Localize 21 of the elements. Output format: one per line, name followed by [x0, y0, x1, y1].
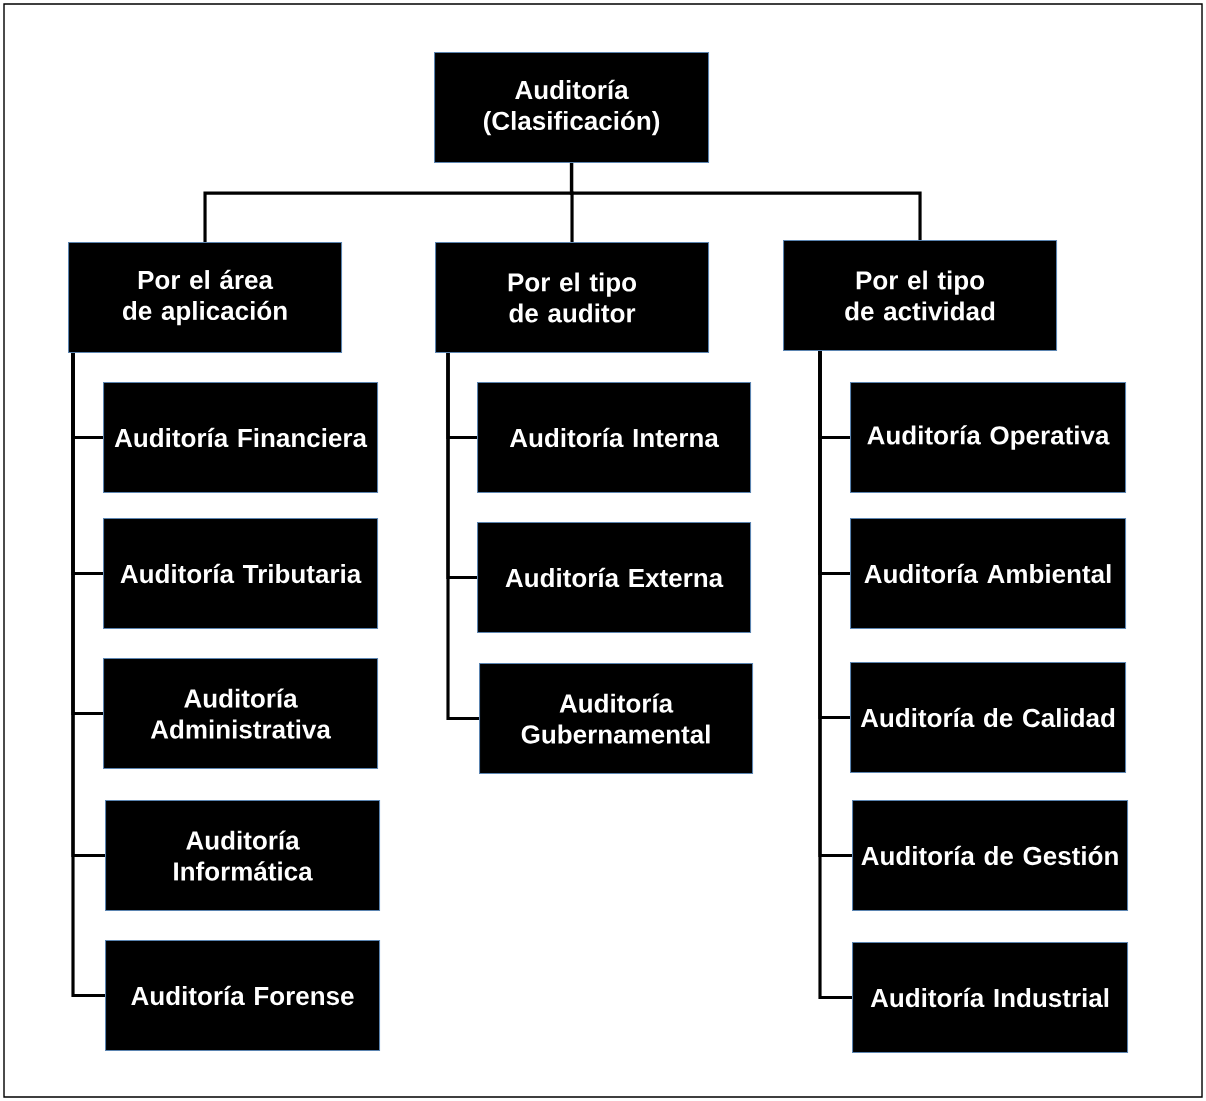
type-box: Auditoría Administrativa — [103, 658, 379, 770]
type-box: Auditoría de Gestión — [852, 800, 1129, 912]
type-box: Auditoría Operativa — [850, 382, 1127, 494]
type-box: Auditoría Financiera — [103, 382, 379, 494]
type-box: Auditoría Industrial — [852, 942, 1129, 1054]
type-box: Auditoría Gubernamental — [479, 663, 754, 775]
type-box: Auditoría Informática — [105, 800, 381, 912]
type-box: Auditoría Externa — [477, 522, 752, 634]
connector-line — [569, 163, 922, 240]
type-box: Auditoría Forense — [105, 940, 381, 1052]
type-box: Auditoría Ambiental — [850, 518, 1127, 630]
category-box: Por el área de aplicación — [68, 242, 343, 354]
root-box: Auditoría (Clasificación) — [434, 52, 710, 164]
category-box: Por el tipo de auditor — [435, 242, 710, 354]
connector-line — [818, 351, 852, 1000]
connector-line — [446, 353, 479, 721]
type-box: Auditoría de Calidad — [850, 662, 1127, 774]
type-box: Auditoría Tributaria — [103, 518, 379, 630]
connector-line — [71, 353, 105, 998]
category-box: Por el tipo de actividad — [783, 240, 1058, 352]
type-box: Auditoría Interna — [477, 382, 752, 494]
